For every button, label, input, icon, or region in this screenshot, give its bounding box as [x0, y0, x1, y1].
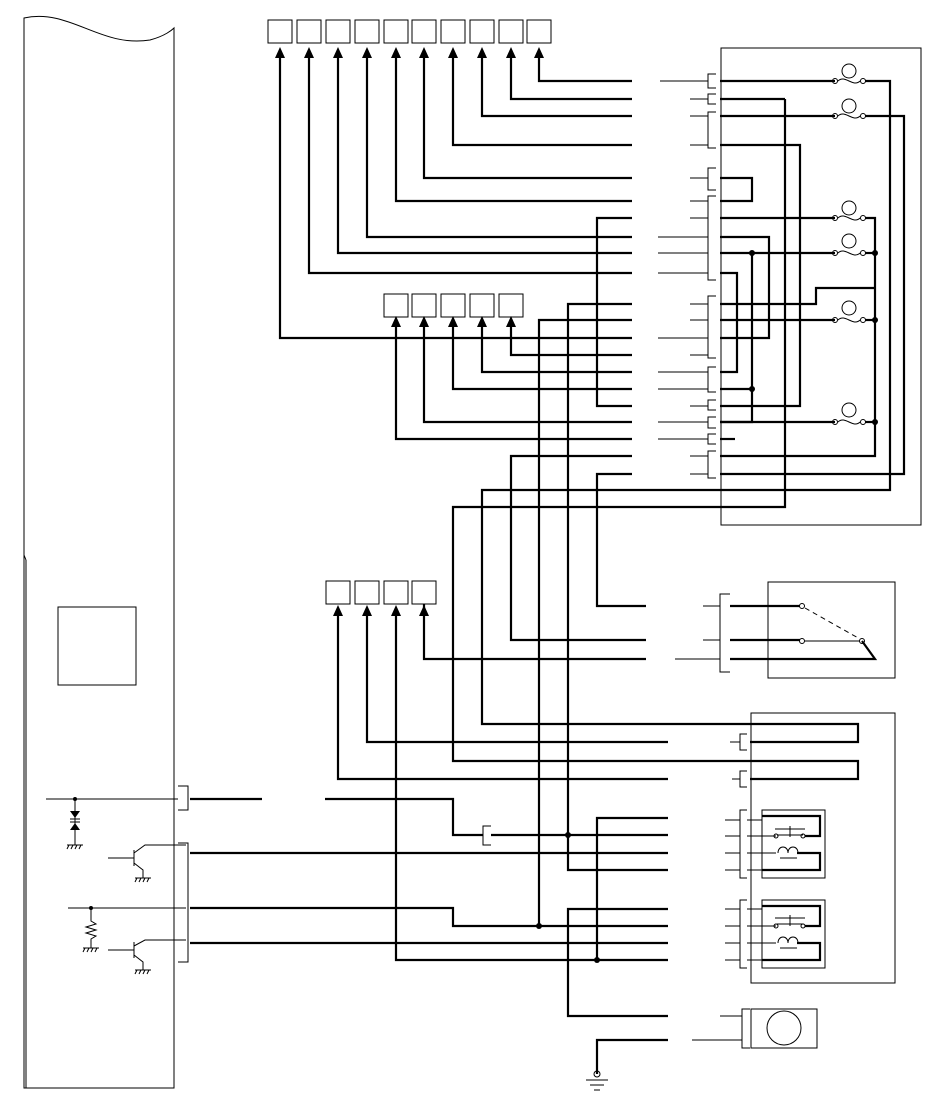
switch-assembly	[675, 581, 896, 679]
lamp-icon	[832, 233, 866, 256]
bottom-wiring	[190, 797, 668, 1018]
lamp-icon	[832, 300, 866, 323]
lamp-icon	[832, 98, 866, 119]
splice-connector	[482, 825, 491, 846]
switch-feed-wire	[422, 595, 646, 661]
ground	[586, 1038, 668, 1091]
middle-connector-row	[383, 293, 524, 318]
diode-icon	[70, 811, 80, 830]
module-label-box	[57, 606, 137, 686]
transistor-icon	[108, 844, 186, 883]
lower-connector-row	[325, 580, 437, 616]
motor-icon	[766, 1010, 802, 1046]
trunk-wires	[451, 99, 860, 926]
ground-icon	[66, 844, 83, 850]
relay-coil-icon	[777, 936, 799, 949]
ground-icon	[586, 1070, 608, 1091]
lamp-icon	[832, 63, 866, 84]
lamp-icon	[832, 200, 866, 221]
top-row-wires	[278, 58, 632, 340]
lamp-assembly	[658, 47, 922, 526]
top-row-arrows	[275, 47, 544, 58]
transistor-icon	[108, 939, 186, 975]
motor	[692, 1008, 818, 1049]
middle-row-wires	[394, 327, 632, 441]
relay-assembly	[725, 712, 896, 984]
middle-row-arrows	[391, 316, 516, 327]
relay-coil-icon	[777, 846, 799, 859]
module-internal-circuits	[46, 797, 186, 975]
lamp-icon	[832, 402, 866, 425]
control-module	[23, 16, 189, 1089]
lower-row-wires	[336, 616, 668, 962]
resistor-icon	[84, 908, 98, 948]
top-connector-row	[267, 19, 552, 44]
